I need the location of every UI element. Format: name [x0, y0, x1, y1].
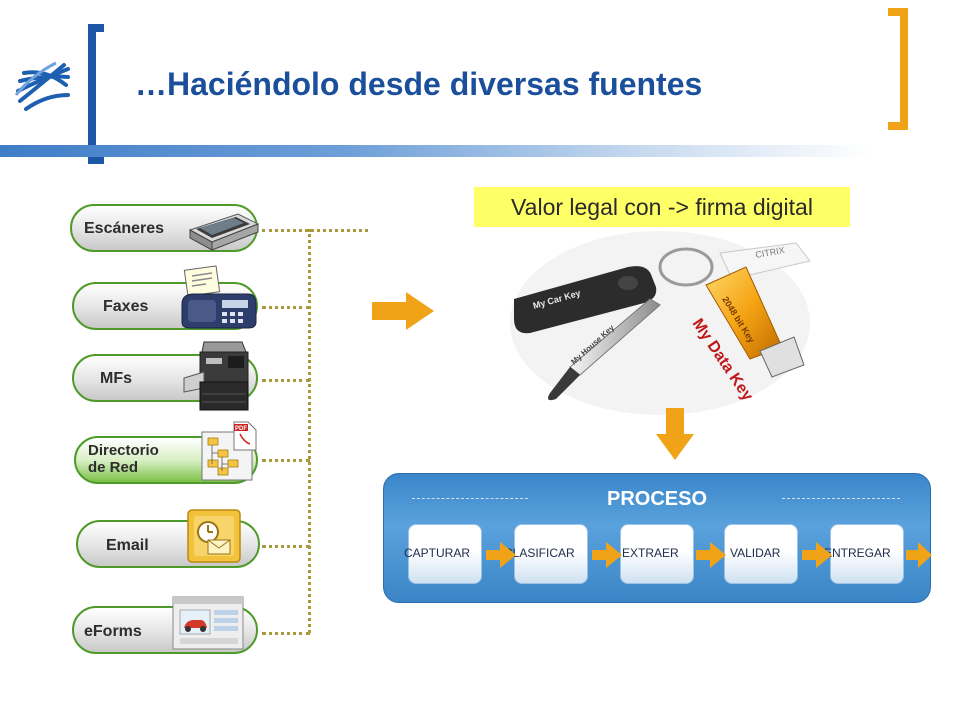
- multifunction-printer-icon: [183, 341, 249, 411]
- svg-text:PDF: PDF: [235, 426, 247, 432]
- down-arrow-icon: [656, 408, 694, 460]
- source-eforms-label: eForms: [84, 623, 142, 640]
- step-arrow-icon: [592, 542, 622, 568]
- page-title: …Haciéndolo desde diversas fuentes: [135, 66, 703, 102]
- connector-vertical-line: [308, 229, 311, 633]
- pdf-network-folder-icon: PDF: [201, 421, 257, 481]
- legal-value-label: Valor legal con -> firma digital: [474, 187, 850, 227]
- step-arrow-icon: [486, 542, 516, 568]
- step-capturar-label: CAPTURAR: [404, 546, 471, 560]
- process-panel: PROCESO CAPTURAR CLASIFICAR EXTRAER VALI…: [383, 473, 932, 603]
- step-capturar-box: [408, 524, 482, 584]
- step-entregar-box: [830, 524, 904, 584]
- process-dash-left: [412, 498, 528, 499]
- connector-scanners: [262, 229, 368, 232]
- source-mfs-label: MFs: [100, 370, 132, 387]
- step-arrow-icon: [906, 542, 932, 568]
- source-faxes-label: Faxes: [103, 298, 149, 315]
- source-network-directory-label: Directorio de Red: [88, 442, 159, 476]
- connector-eforms: [262, 632, 310, 635]
- step-arrow-icon: [696, 542, 726, 568]
- process-dash-right: [782, 498, 900, 499]
- company-logo-icon: [14, 61, 70, 111]
- eform-window-icon: [172, 596, 244, 650]
- connector-email: [262, 545, 310, 548]
- step-validar-box: [724, 524, 798, 584]
- title-left-bracket: [88, 24, 104, 164]
- outlook-email-icon: [187, 509, 241, 563]
- step-arrow-icon: [802, 542, 832, 568]
- step-validar-label: VALIDAR: [730, 546, 781, 560]
- connector-mfs: [262, 379, 310, 382]
- step-clasificar-label: CLASIFICAR: [504, 546, 575, 560]
- source-email-label: Email: [106, 537, 149, 554]
- step-entregar-label: ENTREGAR: [824, 546, 891, 560]
- usb-data-key-image: CITRIX My Car Key My House Key 2048 bit …: [510, 227, 822, 417]
- step-clasificar-box: [514, 524, 588, 584]
- step-extraer-label: EXTRAER: [622, 546, 679, 560]
- connector-network-directory: [262, 459, 310, 462]
- process-title: PROCESO: [606, 488, 708, 510]
- right-arrow-icon: [372, 292, 434, 330]
- title-underline-bar: [0, 145, 870, 157]
- connector-faxes: [262, 306, 310, 309]
- scanner-icon: [188, 213, 260, 251]
- title-right-bracket: [888, 8, 908, 130]
- fax-icon: [181, 265, 257, 329]
- source-scanners-label: Escáneres: [84, 220, 165, 237]
